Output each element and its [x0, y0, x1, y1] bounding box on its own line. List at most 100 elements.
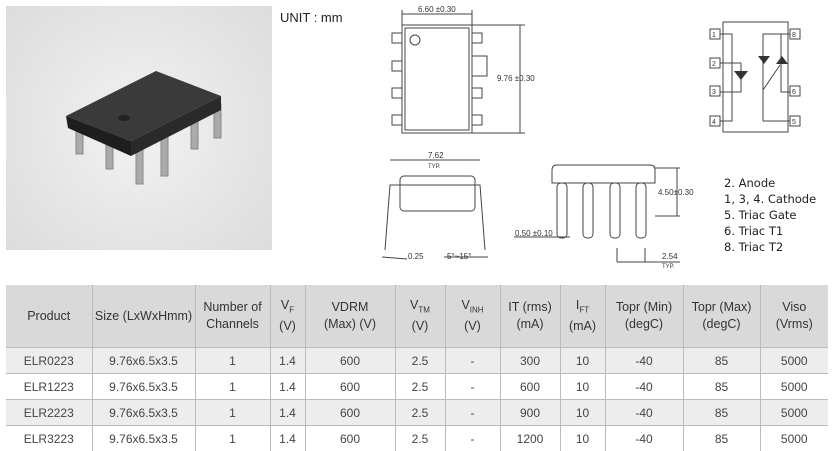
- table-cell: ELR1223: [6, 374, 92, 400]
- table-cell: 9.76x6.5x3.5: [92, 426, 195, 451]
- table-cell: -: [445, 400, 500, 426]
- table-cell: -40: [605, 400, 683, 426]
- header-symbol: V: [461, 298, 469, 312]
- header-line: (Max) (V): [324, 317, 376, 331]
- header-line: (degC): [702, 317, 740, 331]
- header-line: Product: [27, 309, 70, 323]
- pin-number: 1: [712, 32, 716, 39]
- header-subscript: TM: [418, 305, 430, 314]
- header-subscript: F: [289, 305, 294, 314]
- table-cell: 2.5: [395, 426, 445, 451]
- table-cell: ELR2223: [6, 400, 92, 426]
- column-header: Topr (Max) (degC): [683, 285, 760, 348]
- pinout-item: 1, 3, 4. Cathode: [724, 191, 816, 207]
- table-cell: 5000: [760, 400, 828, 426]
- lead-thickness-dimension: 0.25: [408, 252, 424, 261]
- header-line: VDRM: [332, 300, 369, 314]
- header-line: IT (rms): [508, 300, 552, 314]
- table-cell: 600: [500, 374, 560, 400]
- header-line: Topr (Max): [692, 300, 752, 314]
- table-cell: 2.5: [395, 374, 445, 400]
- table-cell: 300: [500, 348, 560, 374]
- table-cell: -: [445, 348, 500, 374]
- table-cell: 9.76x6.5x3.5: [92, 400, 195, 426]
- pinout-item: 8. Triac T2: [724, 239, 816, 255]
- pinout-item: 6. Triac T1: [724, 223, 816, 239]
- table-cell: 1.4: [270, 348, 305, 374]
- column-header: VINH (V): [445, 285, 500, 348]
- angle-dimension: 5°~15°: [447, 252, 471, 261]
- header-line: (mA): [516, 317, 543, 331]
- table-cell: 5000: [760, 348, 828, 374]
- table-cell: 2.5: [395, 348, 445, 374]
- header-line: Channels: [206, 317, 259, 331]
- table-cell: ELR3223: [6, 426, 92, 451]
- table-cell: 1: [195, 348, 270, 374]
- pin-number: 8: [792, 32, 796, 39]
- column-header: Size (LxWxHmm): [92, 285, 195, 348]
- header-line: (mA): [569, 319, 596, 333]
- table-cell: 10: [560, 400, 605, 426]
- table-cell: 600: [305, 400, 395, 426]
- table-cell: 5000: [760, 426, 828, 451]
- pinout-legend: 2. Anode 1, 3, 4. Cathode 5. Triac Gate …: [724, 175, 816, 255]
- header-line: (V): [464, 319, 481, 333]
- table-cell: -40: [605, 374, 683, 400]
- table-cell: 10: [560, 426, 605, 451]
- length-dimension: 9.76 ±0.30: [497, 74, 535, 83]
- table-cell: 1: [195, 426, 270, 451]
- column-header: Product: [6, 285, 92, 348]
- column-header: VTM(V): [395, 285, 445, 348]
- table-cell: -: [445, 374, 500, 400]
- header-line: (Vrms): [776, 317, 813, 331]
- header-line: (V): [279, 319, 296, 333]
- pinout-item: 5. Triac Gate: [724, 207, 816, 223]
- column-header: Topr (Min) (degC): [605, 285, 683, 348]
- table-cell: 1.4: [270, 374, 305, 400]
- lead-width-dimension: 0.50 ±0.10: [515, 229, 553, 238]
- column-header: Number of Channels: [195, 285, 270, 348]
- pin-number: 4: [712, 119, 716, 126]
- table-cell: 2.5: [395, 400, 445, 426]
- table-cell: 85: [683, 426, 760, 451]
- table-cell: 1.4: [270, 426, 305, 451]
- column-header: IFT(mA): [560, 285, 605, 348]
- header-line: Viso: [782, 300, 806, 314]
- pin-number: 5: [792, 119, 796, 126]
- header-line: Topr (Min): [616, 300, 672, 314]
- header-line: (degC): [625, 317, 663, 331]
- header-line: Number of: [203, 300, 261, 314]
- column-header: Viso (Vrms): [760, 285, 828, 348]
- header-line: Size (LxWxHmm): [95, 309, 192, 323]
- package-drawings: 6.60 ±0.30 9.76 ±0.30 7.62 TYP. 0.25 5°~…: [0, 0, 833, 280]
- pitch-dimension: 2.54: [662, 252, 678, 261]
- table-cell: -40: [605, 426, 683, 451]
- column-header: IT (rms) (mA): [500, 285, 560, 348]
- width-dimension: 6.60 ±0.30: [418, 5, 456, 14]
- header-symbol: V: [281, 298, 289, 312]
- header-subscript: INH: [470, 305, 484, 314]
- table-cell: 1.4: [270, 400, 305, 426]
- table-cell: 600: [305, 348, 395, 374]
- table-cell: 600: [305, 426, 395, 451]
- table-cell: 85: [683, 348, 760, 374]
- column-header: VF (V): [270, 285, 305, 348]
- pin-number: 2: [712, 61, 716, 68]
- table-cell: ELR0223: [6, 348, 92, 374]
- table-cell: 1: [195, 374, 270, 400]
- column-header: VDRM (Max) (V): [305, 285, 395, 348]
- header-line: (V): [412, 319, 429, 333]
- table-cell: 85: [683, 374, 760, 400]
- table-cell: 10: [560, 348, 605, 374]
- table-cell: 9.76x6.5x3.5: [92, 374, 195, 400]
- table-cell: 5000: [760, 374, 828, 400]
- table-cell: 1200: [500, 426, 560, 451]
- header-subscript: FT: [579, 305, 589, 314]
- side-width-dimension: 7.62: [428, 151, 444, 160]
- table-cell: 10: [560, 374, 605, 400]
